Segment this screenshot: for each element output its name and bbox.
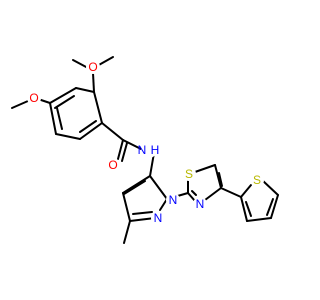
atom-label: O: [108, 158, 117, 172]
bond: [129, 217, 156, 222]
bond: [214, 164, 222, 189]
atom-label: N: [196, 197, 205, 211]
amide-nitrogen-atom: N H: [138, 142, 160, 158]
bond: [49, 102, 57, 135]
molecule-structure: O O O N H N N S N: [11, 56, 279, 244]
bond: [204, 187, 222, 201]
atom-label: O: [29, 91, 38, 105]
bond: [11, 100, 29, 109]
bond: [220, 187, 242, 198]
oxygen-atom-left: O: [27, 91, 41, 105]
thiazole-nitrogen-atom: N: [193, 197, 207, 211]
bond: [75, 87, 95, 93]
carbonyl-oxygen-atom: O: [106, 158, 120, 172]
atom-label-layer: O O O N H N N S N: [27, 60, 264, 225]
pyrazole-nitrogen-atom-1: N: [166, 193, 180, 207]
bond: [93, 91, 103, 124]
bond: [240, 184, 252, 198]
bond: [96, 56, 114, 67]
bond: [56, 107, 63, 130]
bond: [187, 192, 196, 202]
pyrazole-nitrogen-atom-2: N: [151, 211, 165, 225]
bond: [54, 95, 75, 109]
atom-label: S: [253, 173, 261, 187]
bond: [123, 180, 146, 195]
bond: [121, 142, 128, 162]
bond: [245, 201, 252, 217]
bond: [49, 87, 77, 104]
bond: [55, 133, 81, 140]
bond: [266, 198, 274, 216]
bond: [246, 217, 272, 222]
atom-label: N: [154, 211, 163, 225]
oxygen-atom-top: O: [86, 60, 100, 74]
bond: [92, 72, 95, 93]
bond: [159, 198, 168, 211]
bond-layer: [11, 56, 279, 244]
bond: [261, 179, 279, 196]
atom-label: N: [169, 193, 178, 207]
bond: [122, 175, 151, 194]
atom-label: N: [138, 143, 147, 157]
bond: [122, 192, 131, 222]
bond: [123, 220, 131, 244]
bond: [194, 164, 216, 173]
bond: [132, 211, 153, 215]
bond: [79, 120, 97, 133]
bond: [270, 194, 279, 219]
bond: [149, 175, 168, 200]
atom-label: O: [88, 60, 97, 74]
thiazole-sulfur-atom: S: [182, 167, 196, 181]
bond: [218, 172, 223, 187]
atom-label: S: [185, 167, 193, 181]
bond: [191, 190, 197, 196]
thiophene-sulfur-atom: S: [250, 173, 264, 187]
bond: [79, 122, 103, 140]
bond: [117, 139, 124, 160]
bond: [240, 196, 248, 222]
bond: [149, 152, 155, 177]
bond: [72, 59, 89, 69]
atom-label: H: [151, 143, 160, 157]
bond: [101, 122, 124, 141]
